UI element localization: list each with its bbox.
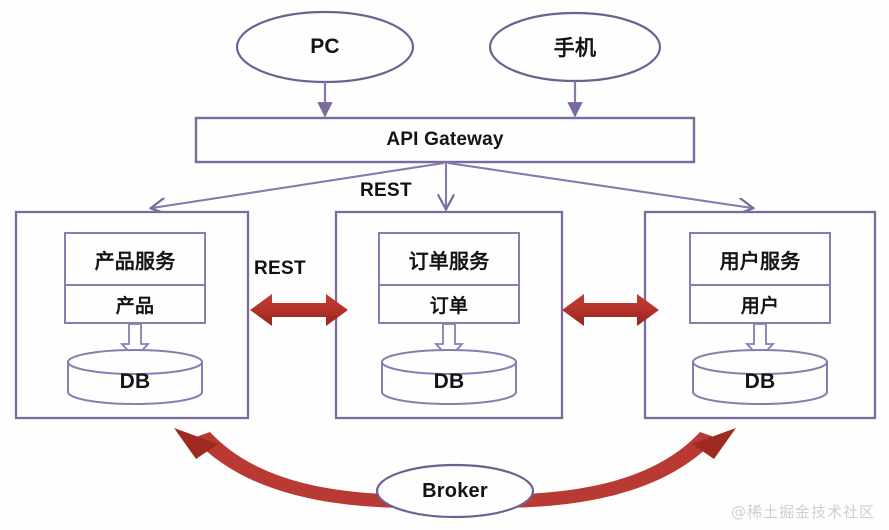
client-mobile-shape[interactable] bbox=[488, 11, 662, 83]
order-service-box[interactable] bbox=[378, 232, 520, 286]
product-service-box[interactable] bbox=[64, 232, 206, 286]
user-db-cylinder-top bbox=[692, 349, 828, 375]
broker-shape[interactable] bbox=[375, 463, 535, 519]
order-entity-box[interactable] bbox=[378, 284, 520, 324]
edge-order-user-arrow bbox=[562, 294, 659, 326]
order-db-cylinder-top bbox=[381, 349, 517, 375]
edge-label-gateway-rest: REST bbox=[360, 180, 412, 201]
watermark: @稀土掘金技术社区 bbox=[730, 503, 875, 521]
user-entity-box[interactable] bbox=[689, 284, 831, 324]
edge-label-product-order-rest: REST bbox=[254, 258, 306, 279]
api-gateway-shape[interactable] bbox=[194, 116, 696, 164]
edge-gateway-to-product bbox=[152, 161, 445, 208]
product-entity-box[interactable] bbox=[64, 284, 206, 324]
client-pc-shape[interactable] bbox=[235, 10, 415, 84]
edge-gateway-to-user bbox=[447, 161, 752, 208]
product-db-cylinder-top bbox=[67, 349, 203, 375]
user-service-box[interactable] bbox=[689, 232, 831, 286]
edge-broker-curve bbox=[174, 428, 736, 509]
edge-product-order-rest-arrow bbox=[250, 294, 348, 326]
